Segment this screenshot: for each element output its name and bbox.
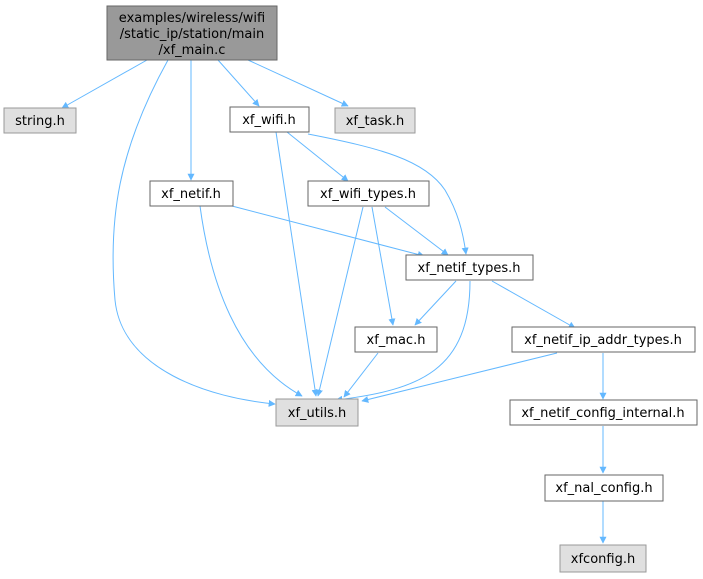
root-label-line-2: /static_ip/station/main	[120, 27, 264, 42]
node-xf-netif-ip-addr-types-h[interactable]: xf_netif_ip_addr_types.h	[511, 326, 696, 353]
node-xf-nal-config-h-label: xf_nal_config.h	[555, 481, 652, 496]
node-xf-task-h[interactable]: xf_task.h	[334, 107, 416, 134]
node-xf-netif-types-h-label: xf_netif_types.h	[418, 261, 521, 276]
edge-wifitypes-netiftypes	[384, 206, 449, 256]
node-xf-nal-config-h[interactable]: xf_nal_config.h	[544, 474, 664, 502]
root-label-line-1: examples/wireless/wifi	[119, 11, 265, 26]
node-xf-utils-h-label: xf_utils.h	[288, 406, 346, 421]
edge-netif-utils	[199, 205, 303, 397]
node-xf-netif-h[interactable]: xf_netif.h	[149, 180, 234, 207]
edge-netiftypes-ipaddr	[491, 280, 576, 329]
edge-netiftypes-mac	[414, 280, 457, 326]
edge-wifi-netiftypes	[307, 133, 469, 255]
edge-netif-netiftypes	[231, 205, 425, 258]
node-xfconfig-h-label: xfconfig.h	[571, 552, 635, 567]
node-xf-netif-config-internal-h-label: xf_netif_config_internal.h	[521, 406, 684, 421]
node-xf-netif-ip-addr-types-h-label: xf_netif_ip_addr_types.h	[524, 333, 682, 348]
edge-root-string	[61, 59, 148, 109]
edge-root-wifi	[217, 59, 260, 107]
node-xf-task-h-label: xf_task.h	[346, 114, 405, 129]
edges	[61, 59, 607, 544]
edge-wifitypes-mac	[371, 206, 396, 326]
node-xf-wifi-h[interactable]: xf_wifi.h	[229, 106, 310, 133]
node-xf-mac-h[interactable]: xf_mac.h	[354, 326, 438, 353]
root-label-line-3: /xf_main.c	[159, 43, 226, 58]
node-xf-wifi-types-h[interactable]: xf_wifi_types.h	[307, 180, 430, 207]
node-xfconfig-h[interactable]: xfconfig.h	[559, 544, 647, 573]
node-xf-utils-h[interactable]: xf_utils.h	[275, 398, 359, 427]
edge-mac-utils	[343, 352, 379, 398]
node-xf-netif-h-label: xf_netif.h	[161, 187, 221, 202]
edge-wifi-wifitypes	[286, 131, 349, 182]
node-xf-mac-h-label: xf_mac.h	[367, 333, 426, 348]
node-xf-netif-config-internal-h[interactable]: xf_netif_config_internal.h	[509, 399, 698, 426]
edge-root-task	[247, 59, 349, 107]
node-root-file[interactable]: examples/wireless/wifi /static_ip/statio…	[106, 5, 278, 61]
edge-root-utils	[112, 59, 276, 407]
edge-ipaddr-utils	[361, 352, 558, 403]
edge-netiftypes-utils	[335, 280, 471, 403]
node-string-h[interactable]: string.h	[3, 107, 77, 134]
node-xf-wifi-h-label: xf_wifi.h	[242, 113, 296, 128]
node-string-h-label: string.h	[15, 114, 65, 129]
edge-wifi-utils	[275, 131, 319, 397]
edge-wifitypes-utils	[316, 206, 364, 397]
node-xf-wifi-types-h-label: xf_wifi_types.h	[320, 187, 416, 202]
node-xf-netif-types-h[interactable]: xf_netif_types.h	[405, 254, 534, 281]
